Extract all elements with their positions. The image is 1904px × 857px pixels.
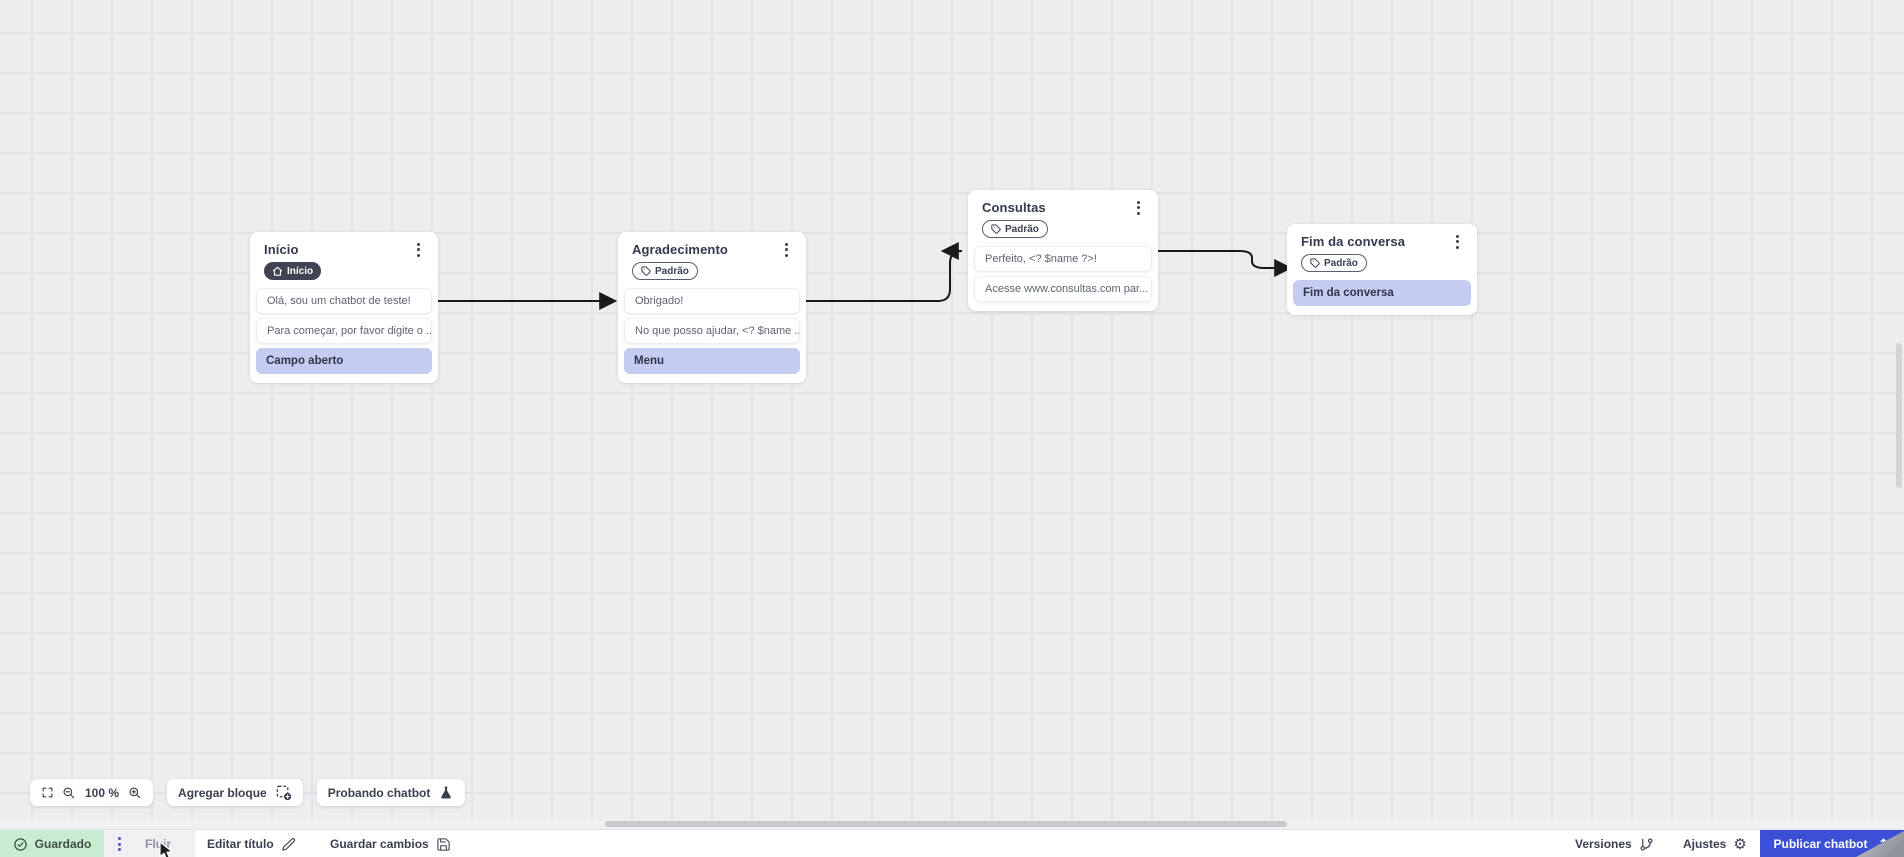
tag-badge: Padrão [632,262,698,280]
gear-icon: ⚙ [1733,834,1747,853]
node-title: Início [264,242,299,257]
pencil-icon [281,837,295,851]
message-row[interactable]: Para começar, por favor digite o ... [256,318,432,344]
badge-label: Padrão [655,265,689,277]
publish-label: Publicar chatbot [1773,837,1868,851]
flow-node-fim-da-conversa[interactable]: Fim da conversa Padrão Fim da conversa [1287,224,1477,315]
badge-label: Início [287,265,314,277]
versions-label: Versiones [1575,837,1632,851]
node-title: Agradecimento [632,242,728,257]
kebab-menu-icon[interactable] [781,241,792,259]
edit-title-button[interactable]: Editar título [207,830,296,857]
settings-button[interactable]: Ajustes ⚙ [1683,830,1747,857]
saved-label: Guardado [34,837,92,851]
saved-status-badge: Guardado [0,830,104,857]
flow-node-agradecimento[interactable]: Agradecimento Padrão Obrigado! No que po… [618,232,806,383]
flow-canvas[interactable] [0,0,1904,829]
flow-node-inicio[interactable]: Início Início Olá, sou um chatbot de tes… [250,232,438,383]
action-row-campo-aberto[interactable]: Campo aberto [256,348,432,374]
status-bar: Guardado Fluir Editar título Guardar cam… [0,829,1904,857]
git-branch-icon [1640,837,1653,851]
action-row-menu[interactable]: Menu [624,348,800,374]
tag-icon [641,266,651,276]
add-block-label: Agregar bloque [178,785,267,800]
vertical-scrollbar-thumb[interactable] [1896,343,1902,488]
message-row[interactable]: Obrigado! [624,288,800,314]
more-options-icon[interactable] [114,835,125,853]
message-row[interactable]: No que posso ajudar, <? $name ... [624,318,800,344]
test-chatbot-label: Probando chatbot [327,785,431,800]
kebab-menu-icon[interactable] [1452,233,1463,251]
home-icon [272,266,283,276]
start-badge: Início [264,262,322,280]
node-title: Consultas [982,200,1046,215]
zoom-out-icon[interactable] [62,786,76,800]
check-circle-icon [13,837,27,851]
tag-badge: Padrão [982,220,1048,238]
tag-badge: Padrão [1301,254,1367,272]
save-changes-label: Guardar cambios [330,837,429,851]
tag-icon [991,224,1001,234]
node-title: Fim da conversa [1301,234,1406,249]
message-row[interactable]: Olá, sou um chatbot de teste! [256,288,432,314]
kebab-menu-icon[interactable] [1133,199,1144,217]
versions-button[interactable]: Versiones [1575,830,1654,857]
zoom-in-icon[interactable] [128,786,142,800]
canvas-toolbar: 100 % Agregar bloque Probando chatbot [30,779,466,806]
badge-label: Padrão [1324,257,1358,269]
add-block-icon [276,785,291,801]
add-block-button[interactable]: Agregar bloque [167,779,303,806]
horizontal-scrollbar[interactable] [0,819,1904,829]
tab-flow[interactable]: Fluir [104,830,195,857]
action-row-fim-da-conversa[interactable]: Fim da conversa [1293,280,1471,306]
flask-icon [441,786,452,798]
badge-label: Padrão [1005,223,1039,235]
floppy-icon [437,837,450,851]
zoom-level: 100 % [85,785,120,800]
kebab-menu-icon[interactable] [413,241,424,259]
flow-node-consultas[interactable]: Consultas Padrão Perfeito, <? $name ?>! … [968,190,1158,311]
test-chatbot-button[interactable]: Probando chatbot [316,779,466,806]
settings-label: Ajustes [1683,837,1727,851]
edit-title-label: Editar título [207,837,274,851]
message-row[interactable]: Acesse www.consultas.com par... [974,276,1152,302]
tag-icon [1310,258,1320,268]
message-row[interactable]: Perfeito, <? $name ?>! [974,246,1152,272]
fullscreen-icon[interactable] [41,786,54,799]
save-changes-button[interactable]: Guardar cambios [330,830,451,857]
zoom-controls: 100 % [30,779,154,806]
mouse-cursor [159,841,173,857]
horizontal-scrollbar-thumb[interactable] [605,821,1287,827]
